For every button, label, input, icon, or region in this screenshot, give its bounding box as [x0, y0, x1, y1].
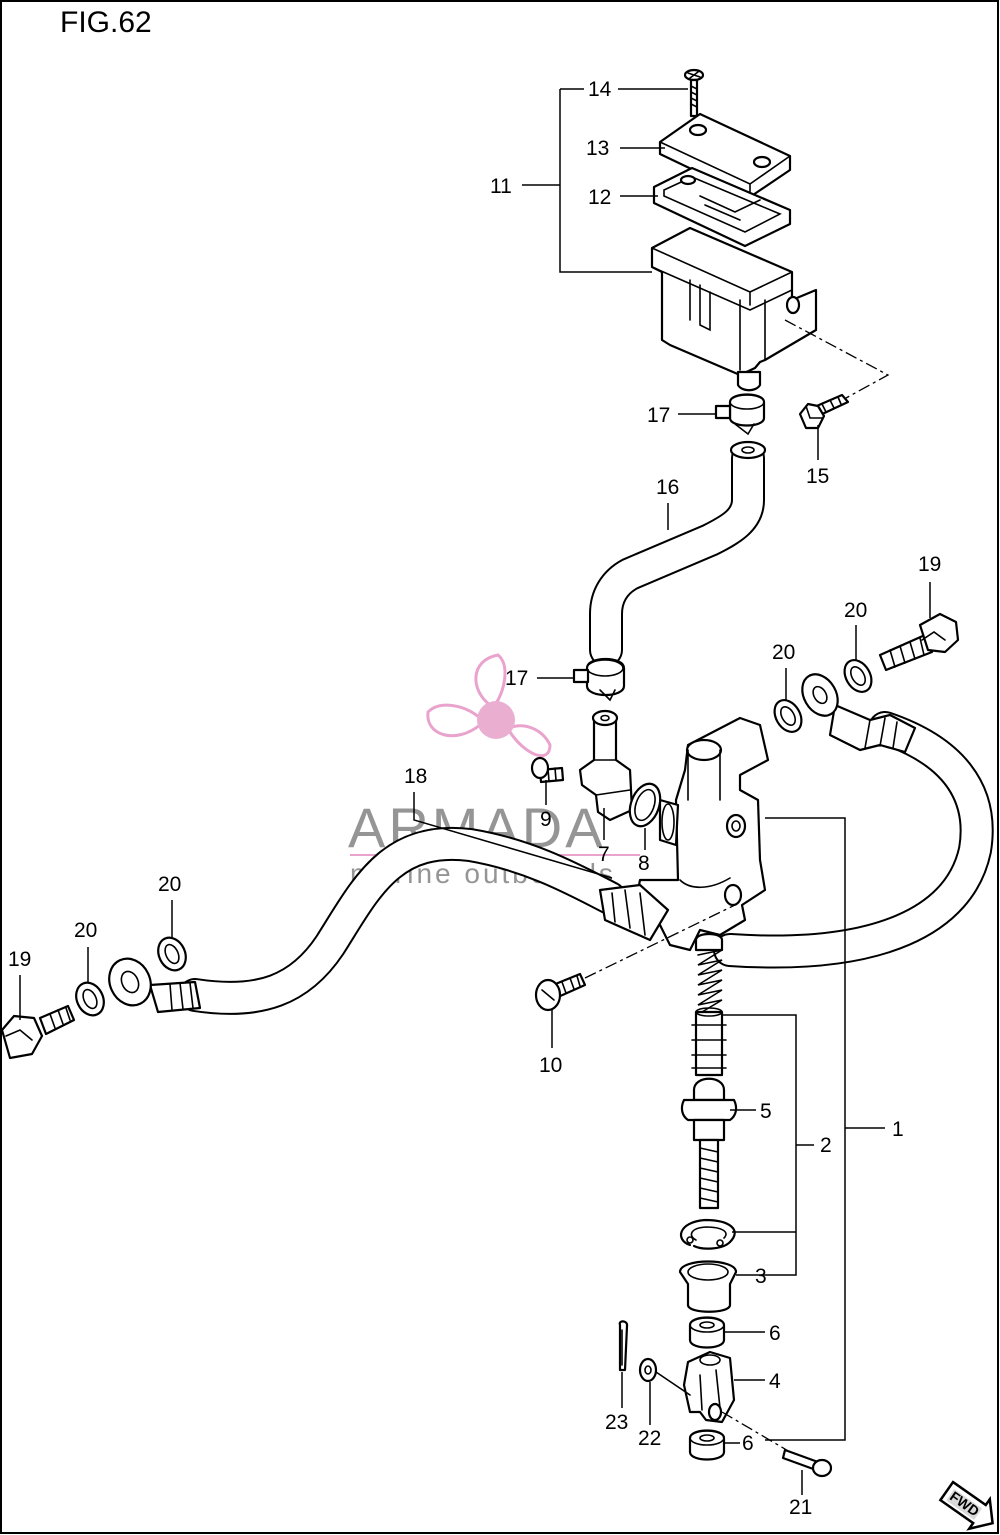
callout-11: 11 — [490, 175, 512, 198]
callout-2: 2 — [820, 1134, 832, 1157]
callout-16: 16 — [656, 476, 679, 499]
nut-6-lower — [688, 1429, 726, 1461]
cap-13 — [658, 112, 792, 199]
elbow-fitting-7 — [578, 709, 634, 822]
callout-20-a: 20 — [844, 599, 867, 622]
bolt-19-left — [0, 1004, 76, 1060]
washer-22 — [638, 1357, 658, 1383]
callouts: 14 13 12 11 17 15 16 19 20 20 17 18 9 7 … — [8, 78, 941, 1519]
piston — [691, 1007, 727, 1077]
o-ring-8 — [628, 782, 662, 828]
callout-9: 9 — [540, 808, 552, 831]
washer-20-c — [157, 936, 187, 972]
callout-19-right: 19 — [918, 553, 941, 576]
leader-lines — [19, 88, 931, 1495]
nut-6-upper — [688, 1316, 726, 1349]
callout-18: 18 — [404, 765, 427, 788]
callout-1: 1 — [892, 1118, 904, 1141]
callout-3: 3 — [755, 1265, 767, 1288]
propeller-icon — [426, 653, 552, 758]
reservoir-body — [650, 226, 818, 392]
callout-15: 15 — [806, 465, 829, 488]
banjo-fitting-right — [801, 673, 917, 754]
fwd-direction-badge: FWD — [938, 1480, 994, 1531]
callout-4: 4 — [769, 1370, 781, 1393]
master-cylinder-body — [598, 716, 770, 952]
callout-6-upper: 6 — [769, 1322, 781, 1345]
snap-ring — [679, 1218, 736, 1250]
diaphragm-12 — [652, 166, 792, 248]
callout-8: 8 — [638, 852, 650, 875]
clamp-17-upper — [714, 393, 766, 436]
bolt-15 — [798, 393, 850, 430]
washer-20-b — [773, 699, 803, 733]
bolt-19-right — [878, 612, 960, 672]
callout-19-left: 19 — [8, 948, 31, 971]
callout-20-b: 20 — [772, 641, 795, 664]
cotter-pin-23 — [618, 1320, 629, 1372]
screw-9 — [530, 756, 565, 784]
callout-13: 13 — [586, 137, 609, 160]
screw-14 — [683, 68, 705, 118]
boot-3 — [678, 1260, 738, 1313]
callout-23: 23 — [605, 1411, 628, 1434]
assembly-line-21 — [721, 1411, 791, 1453]
callout-20-c: 20 — [158, 873, 181, 896]
callout-22: 22 — [638, 1427, 661, 1450]
clamp-17-lower — [572, 657, 626, 702]
banjo-fitting-left — [108, 957, 202, 1014]
hose-right — [713, 711, 994, 969]
hose-16 — [589, 440, 767, 667]
washer-20-d — [75, 981, 105, 1017]
hose-left — [178, 826, 627, 1015]
clevis-4 — [682, 1350, 736, 1424]
push-rod-5 — [680, 1077, 738, 1210]
callout-10: 10 — [539, 1054, 562, 1077]
callout-17-upper: 17 — [647, 404, 670, 427]
assembly-line-22 — [655, 1371, 691, 1396]
callout-21: 21 — [789, 1496, 812, 1519]
callout-6-lower: 6 — [742, 1432, 754, 1455]
washer-20-a — [843, 659, 873, 693]
callout-12: 12 — [588, 186, 611, 209]
callout-17-lower: 17 — [505, 667, 528, 690]
assembly-line-10 — [584, 904, 736, 979]
callout-20-d: 20 — [74, 919, 97, 942]
figure-title: FIG.62 — [60, 6, 152, 39]
callout-14: 14 — [588, 78, 612, 101]
assembly-line-15 — [784, 319, 890, 399]
screw-10 — [534, 972, 587, 1012]
pin-21 — [781, 1448, 833, 1478]
callout-5: 5 — [760, 1100, 772, 1123]
callout-7: 7 — [598, 843, 610, 866]
spring — [694, 932, 724, 1013]
fwd-arrow-icon — [938, 1480, 994, 1531]
